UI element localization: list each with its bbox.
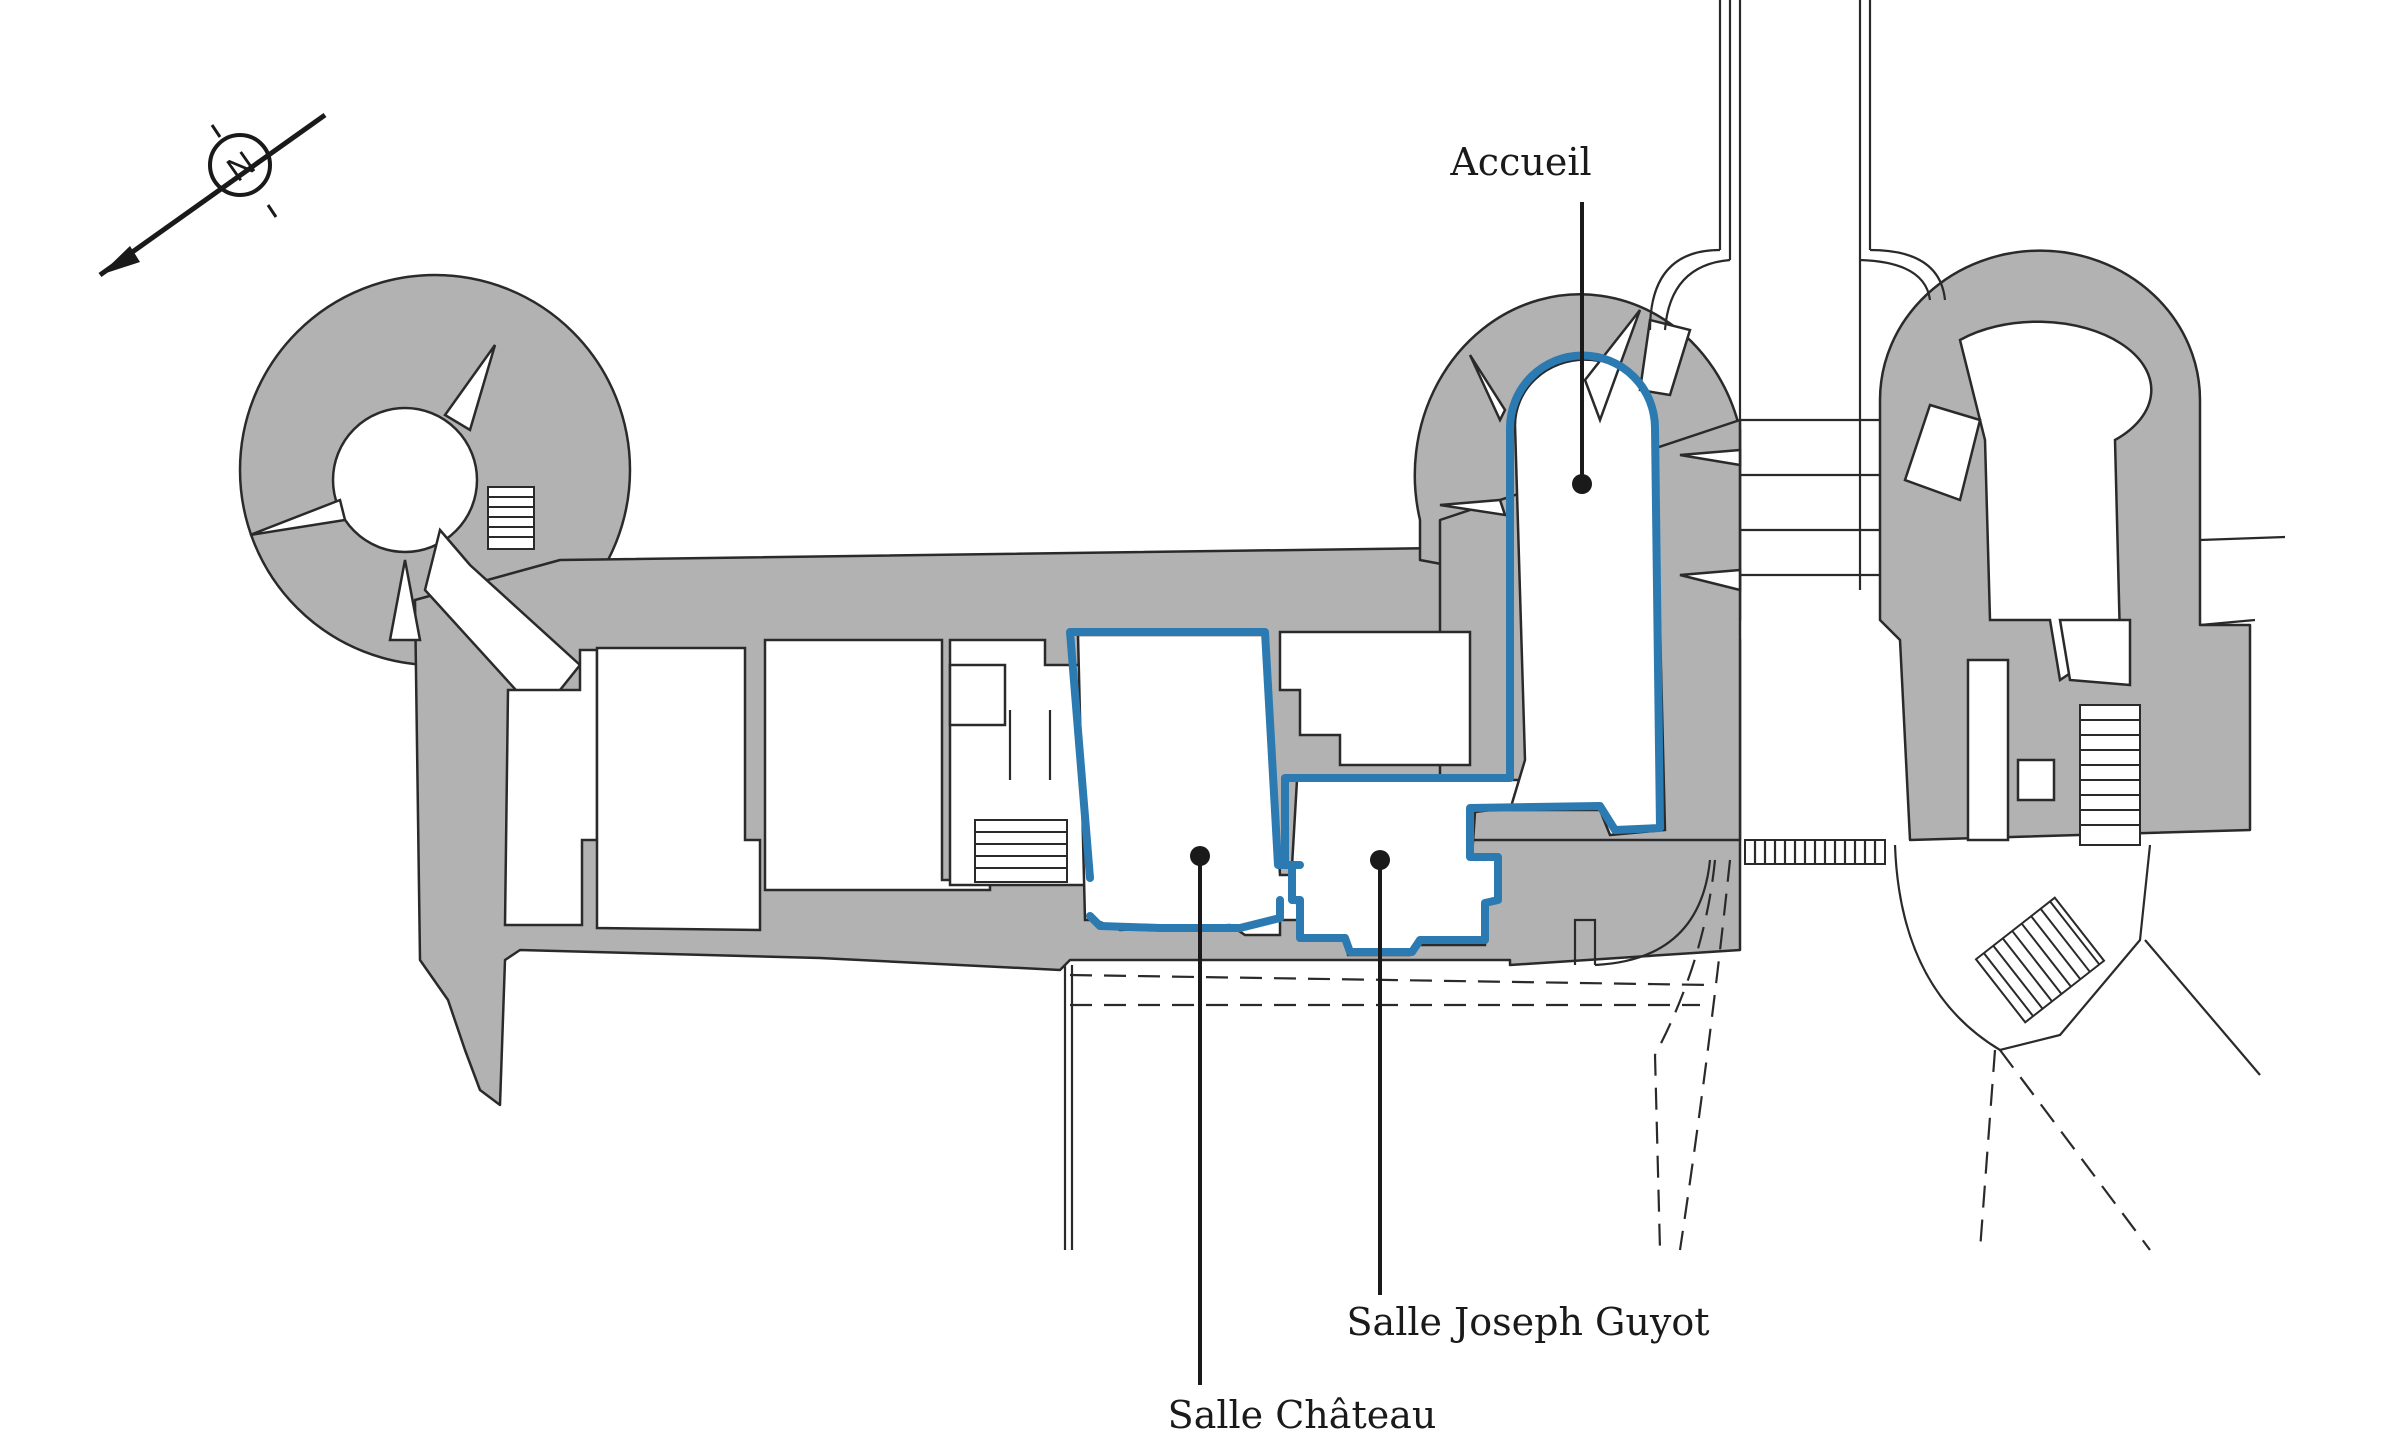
west-stair [487, 486, 535, 550]
label-accueil: Accueil [1449, 140, 1591, 184]
north-arrow-icon: N [98, 112, 327, 278]
label-salle-joseph-guyot-group: Salle Joseph Guyot [1347, 850, 1710, 1344]
east-stair [2079, 704, 2141, 846]
label-salle-chateau-group: Salle Château [1168, 846, 1437, 1437]
label-accueil-group: Accueil [1449, 140, 1592, 494]
east-lower-stair [1974, 896, 2106, 1024]
exterior-lines [1063, 0, 2286, 1251]
label-salle-chateau: Salle Château [1168, 1393, 1437, 1437]
central-stair [974, 819, 1068, 883]
label-salle-joseph-guyot: Salle Joseph Guyot [1347, 1300, 1710, 1344]
rooms [249, 309, 2153, 957]
